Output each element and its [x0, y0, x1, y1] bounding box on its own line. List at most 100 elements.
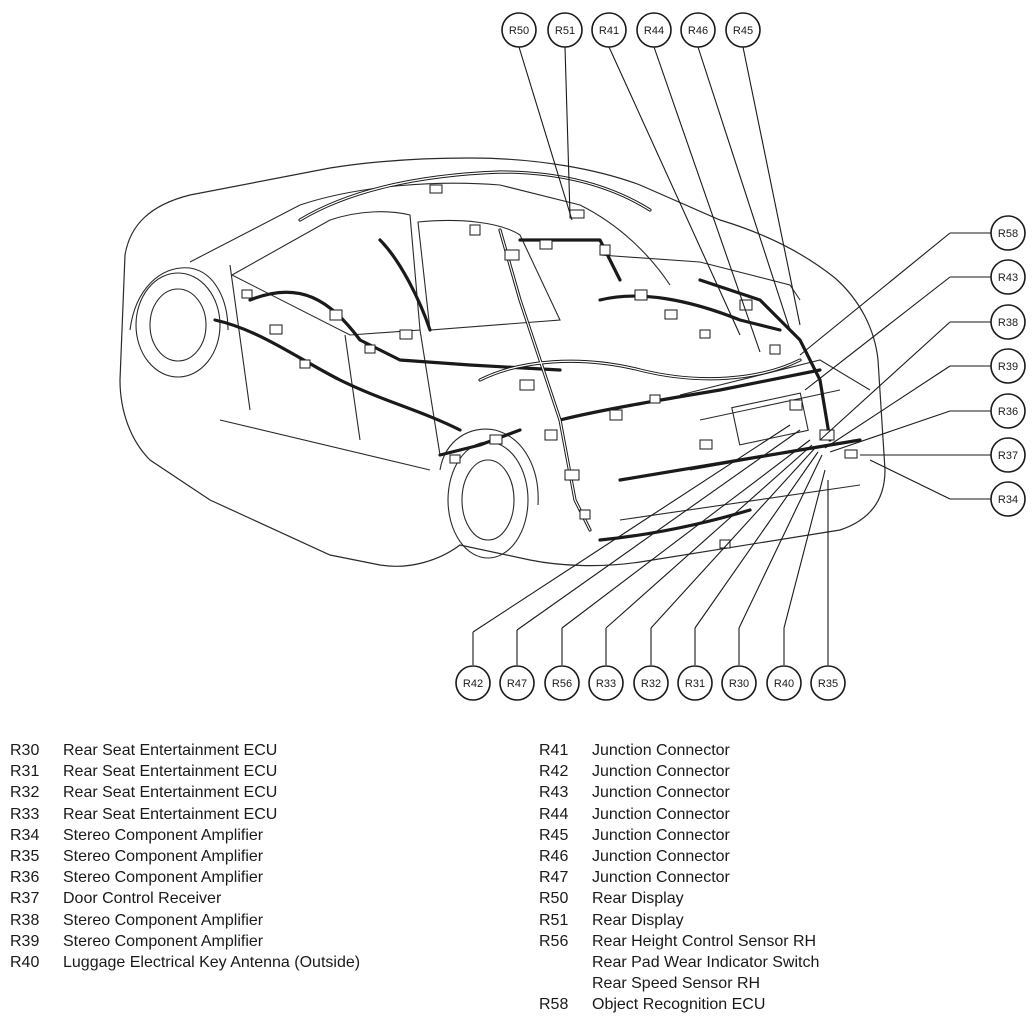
- legend-name: Rear Seat Entertainment ECU: [63, 805, 278, 823]
- legend-row: R33 Rear Seat Entertainment ECU: [10, 804, 510, 825]
- callout-r31: R31: [677, 665, 713, 701]
- legend-code: R38: [10, 911, 40, 929]
- callout-r34: R34: [990, 481, 1026, 517]
- legend-name: Junction Connector: [592, 848, 730, 866]
- legend-name: Rear Height Control Sensor RH: [592, 932, 817, 950]
- svg-text:R58: R58: [998, 228, 1018, 240]
- car-outline: [119, 157, 886, 567]
- legend-code: R44: [539, 805, 569, 823]
- wiring-harness-diagram: R50 R51 R41 R44 R46 R45 R58 R43 R38 R39 …: [119, 12, 1026, 701]
- callout-r46: R46: [680, 12, 716, 48]
- svg-text:R33: R33: [596, 678, 616, 690]
- legend-name: Rear Speed Sensor RH: [592, 975, 761, 993]
- legend-code: R45: [539, 826, 569, 844]
- callout-r40: R40: [766, 665, 802, 701]
- legend-row: R36 Stereo Component Amplifier: [10, 867, 510, 888]
- svg-text:R37: R37: [998, 450, 1018, 462]
- legend-row: R40 Luggage Electrical Key Antenna (Outsi…: [10, 952, 510, 973]
- legend-name: Junction Connector: [592, 826, 730, 844]
- legend-code: R32: [10, 784, 40, 802]
- legend-name: Junction Connector: [592, 869, 730, 887]
- callout-r42: R42: [455, 665, 491, 701]
- legend-name: Rear Seat Entertainment ECU: [63, 763, 278, 781]
- svg-text:R35: R35: [818, 678, 838, 690]
- callout-r33: R33: [588, 665, 624, 701]
- legend-code: R58: [539, 996, 569, 1014]
- svg-text:R32: R32: [641, 678, 661, 690]
- legend-row: R38 Stereo Component Amplifier: [10, 910, 510, 931]
- callout-r51: R51: [547, 12, 583, 48]
- leader-lines: [472, 46, 991, 665]
- svg-text:R39: R39: [998, 361, 1018, 373]
- legend-name: Door Control Receiver: [63, 890, 222, 908]
- legend-name: Object Recognition ECU: [592, 996, 766, 1014]
- svg-text:R56: R56: [552, 678, 572, 690]
- legend-code: R51: [539, 911, 569, 929]
- legend-name: Luggage Electrical Key Antenna (Outside): [63, 953, 361, 971]
- legend-code: R39: [10, 932, 40, 950]
- legend-code: R34: [10, 826, 40, 844]
- legend-row: R37 Door Control Receiver: [10, 888, 510, 909]
- svg-text:R38: R38: [998, 317, 1018, 329]
- legend-name: Stereo Component Amplifier: [63, 911, 264, 929]
- legend-code: R33: [10, 805, 40, 823]
- legend-row: R45 Junction Connector: [539, 825, 1019, 846]
- callouts-bottom: R42 R47 R56 R33 R32 R31 R30 R40 R35: [455, 665, 846, 701]
- callout-r45: R45: [725, 12, 761, 48]
- callout-r37: R37: [990, 437, 1026, 473]
- legend-code: R43: [539, 784, 569, 802]
- legend-code: R37: [10, 890, 40, 908]
- legend-row: R43 Junction Connector: [539, 782, 1019, 803]
- legend-row: R42 Junction Connector: [539, 761, 1019, 782]
- legend-row: R47 Junction Connector: [539, 867, 1019, 888]
- callout-r50: R50: [501, 12, 537, 48]
- legend-name: Junction Connector: [592, 763, 730, 781]
- legend-row: R46 Junction Connector: [539, 846, 1019, 867]
- svg-text:R41: R41: [599, 25, 619, 37]
- legend-code: R46: [539, 848, 569, 866]
- svg-text:R51: R51: [555, 25, 575, 37]
- legend-code: R36: [10, 869, 40, 887]
- legend-name: Junction Connector: [592, 784, 730, 802]
- svg-text:R43: R43: [998, 272, 1018, 284]
- callouts-right: R58 R43 R38 R39 R36 R37 R34: [990, 215, 1026, 517]
- legend-code: R40: [10, 953, 40, 971]
- callout-r58: R58: [990, 215, 1026, 251]
- legend-code: R47: [539, 869, 569, 887]
- legend-code: R35: [10, 848, 40, 866]
- legend-name: Rear Display: [592, 911, 684, 929]
- legend-name: Stereo Component Amplifier: [63, 869, 264, 887]
- svg-text:R30: R30: [729, 678, 749, 690]
- callout-r38: R38: [990, 304, 1026, 340]
- callout-r44: R44: [636, 12, 672, 48]
- legend-name: Rear Pad Wear Indicator Switch: [592, 953, 820, 971]
- legend-row: R58 Object Recognition ECU: [539, 994, 1019, 1015]
- legend-row: R51 Rear Display: [539, 910, 1019, 931]
- legend-code: R42: [539, 763, 569, 781]
- svg-text:R36: R36: [998, 406, 1018, 418]
- legend-row: Rear Pad Wear Indicator Switch: [539, 952, 1019, 973]
- legend-row: R31 Rear Seat Entertainment ECU: [10, 761, 510, 782]
- svg-text:R40: R40: [774, 678, 794, 690]
- svg-text:R34: R34: [998, 494, 1018, 506]
- callouts-top: R50 R51 R41 R44 R46 R45: [501, 12, 761, 48]
- legend-name: Rear Seat Entertainment ECU: [63, 742, 278, 760]
- legend-code: R31: [10, 763, 40, 781]
- legend-row: Rear Speed Sensor RH: [539, 973, 1019, 994]
- legend-name: Junction Connector: [592, 742, 730, 760]
- callout-r41: R41: [591, 12, 627, 48]
- connector-blocks: [241, 184, 858, 549]
- svg-text:R31: R31: [685, 678, 705, 690]
- legend-code: R50: [539, 890, 569, 908]
- callout-r39: R39: [990, 348, 1026, 384]
- callout-r56: R56: [544, 665, 580, 701]
